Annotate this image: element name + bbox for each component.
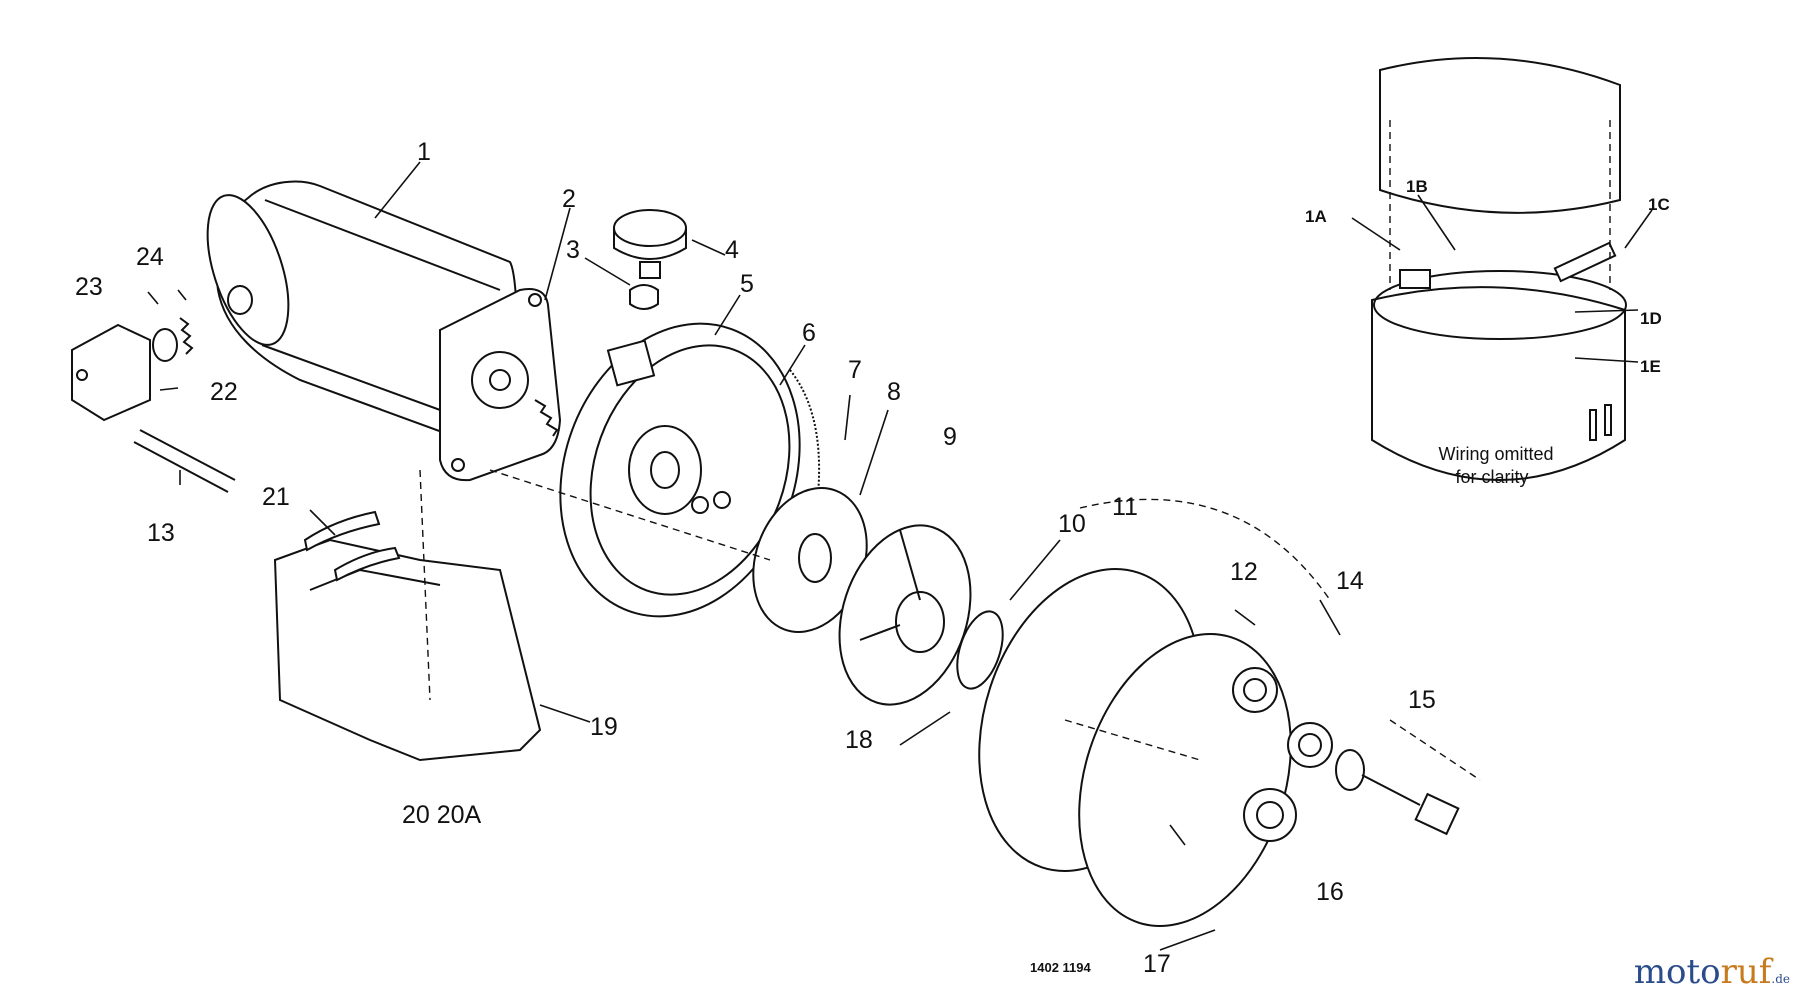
callout-22: 22	[210, 378, 238, 406]
callout-16: 16	[1316, 878, 1344, 906]
callout-1d: 1D	[1640, 309, 1662, 328]
diffuser-part	[838, 524, 972, 706]
callout-17: 17	[1143, 950, 1171, 978]
callout-6: 6	[802, 319, 816, 347]
callout-24: 24	[136, 243, 164, 271]
callout-3: 3	[566, 236, 580, 264]
fitting-nipple-part	[179, 317, 194, 355]
callout-1c: 1C	[1648, 195, 1670, 214]
motor-base-part	[273, 510, 542, 762]
o-ring-part	[956, 610, 1004, 690]
callout-20: 20 20A	[402, 801, 482, 829]
callout-18: 18	[845, 726, 873, 754]
inset-note-line1: Wiring omitted	[1438, 444, 1553, 464]
callout-1: 1	[417, 138, 431, 166]
callout-11: 11	[1112, 493, 1138, 521]
watermark-ruf: ruf	[1720, 952, 1772, 992]
callout-21: 21	[262, 483, 290, 511]
tubing-part	[133, 429, 236, 493]
callout-8: 8	[887, 378, 901, 406]
callout-19: 19	[590, 713, 618, 741]
pressure-gauge-part	[613, 209, 687, 310]
leader-lines	[147, 120, 1653, 951]
callout-labels: 1 2 3 4 5 6 7 8 9 10 11 12 13 14 15 16 1…	[75, 138, 1670, 978]
motor-endcap-inset	[1371, 57, 1627, 481]
callout-4: 4	[725, 236, 739, 264]
callout-14: 14	[1336, 567, 1364, 595]
callout-2: 2	[562, 185, 576, 213]
watermark-moto: moto	[1633, 952, 1721, 992]
callout-15: 15	[1408, 686, 1436, 714]
watermark-de: .de	[1771, 972, 1790, 986]
inset-note-line2: for clarity	[1455, 467, 1528, 487]
callout-12: 12	[1230, 558, 1258, 586]
callout-9: 9	[943, 423, 957, 451]
motor-bracket-part	[439, 288, 562, 482]
callout-1e: 1E	[1640, 357, 1661, 376]
fitting-ring-part	[152, 328, 178, 362]
callout-1a: 1A	[1305, 207, 1327, 226]
callout-7: 7	[848, 356, 862, 384]
drawing-number: 1402 1194	[1030, 960, 1092, 975]
callout-10: 10	[1058, 510, 1086, 538]
pressure-switch-part	[71, 323, 151, 422]
callout-23: 23	[75, 273, 103, 301]
callout-1b: 1B	[1406, 177, 1428, 196]
motoruf-watermark: motoruf.de	[1634, 952, 1790, 992]
callout-5: 5	[740, 270, 754, 298]
pump-housing-part	[559, 322, 801, 618]
control-valve-part	[1335, 749, 1460, 836]
pump-casing-part	[1078, 633, 1333, 927]
callout-13: 13	[147, 519, 175, 547]
